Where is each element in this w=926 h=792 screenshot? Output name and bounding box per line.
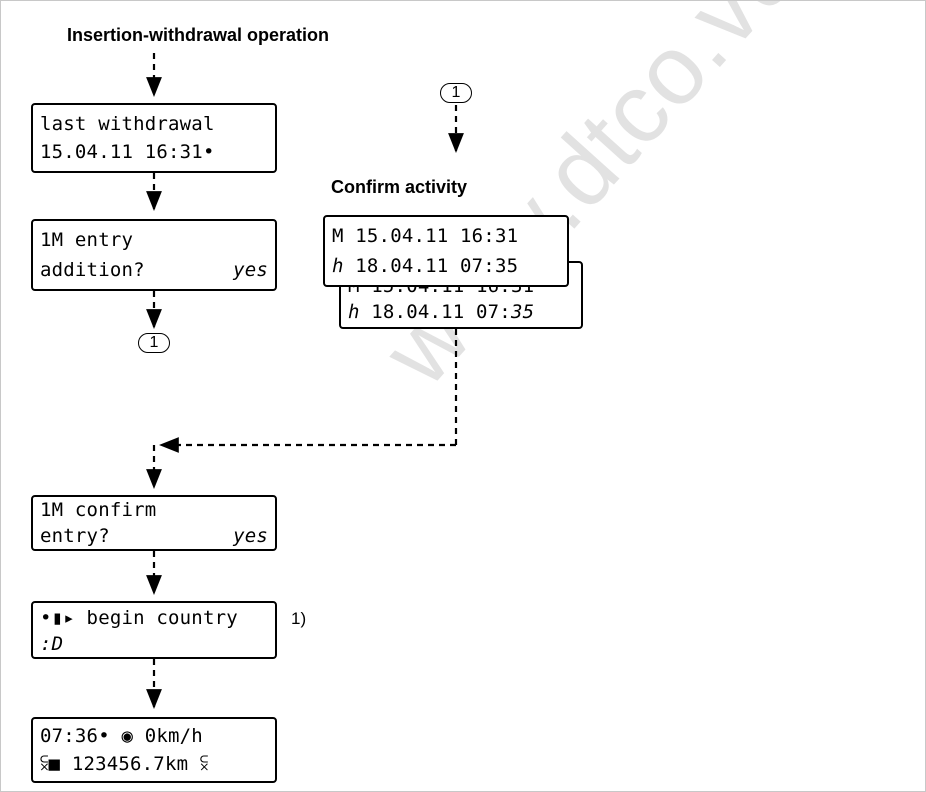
display-line-1: 1M confirm: [40, 499, 157, 521]
yes-label: yes: [233, 525, 268, 547]
heading-confirm-activity: Confirm activity: [331, 177, 468, 197]
display-line-1: •▮▸ begin country: [40, 607, 238, 629]
heading-insertion-withdrawal: Insertion-withdrawal operation: [67, 25, 330, 45]
display-begin-country: •▮▸ begin country :D: [31, 601, 277, 659]
display-line-1: M 15.04.11 16:31: [332, 225, 519, 247]
display-confirm-entry: 1M confirm entry? yes: [31, 495, 277, 551]
display-line-2: :D: [40, 633, 64, 655]
display-last-withdrawal: last withdrawal 15.04.11 16:31•: [31, 103, 277, 173]
reference-marker-1: 1: [138, 333, 170, 353]
display-line-2: addition? yes: [40, 257, 268, 283]
display-confirm-activity-front: M 15.04.11 16:31 ℎ 18.04.11 07:35: [323, 215, 569, 287]
display-line-2: ℎ 18.04.11 07:35: [348, 299, 574, 325]
display-line-2-text: entry?: [40, 525, 110, 547]
yes-label: yes: [233, 259, 268, 281]
display-line-1: last withdrawal: [40, 113, 215, 135]
display-line-2-italic: 35: [510, 301, 535, 323]
display-line-2: entry? yes: [40, 523, 268, 549]
display-standard: 07:36• ◉ 0km/h ⫁■ 123456.7km ⫁: [31, 717, 277, 783]
display-line-2-text: ℎ 18.04.11 07:: [348, 301, 511, 323]
display-line-1: 1M entry: [40, 229, 134, 251]
display-entry-addition: 1M entry addition? yes: [31, 219, 277, 291]
display-line-2: 15.04.11 16:31•: [40, 141, 215, 163]
display-line-1: 07:36• ◉ 0km/h: [40, 725, 203, 747]
display-line-2: ℎ 18.04.11 07:35: [332, 255, 519, 277]
reference-marker-1: 1: [440, 83, 472, 103]
display-line-2-text: addition?: [40, 259, 145, 281]
display-line-2: ⫁■ 123456.7km ⫁: [40, 753, 209, 775]
footnote-marker: 1): [291, 609, 307, 628]
